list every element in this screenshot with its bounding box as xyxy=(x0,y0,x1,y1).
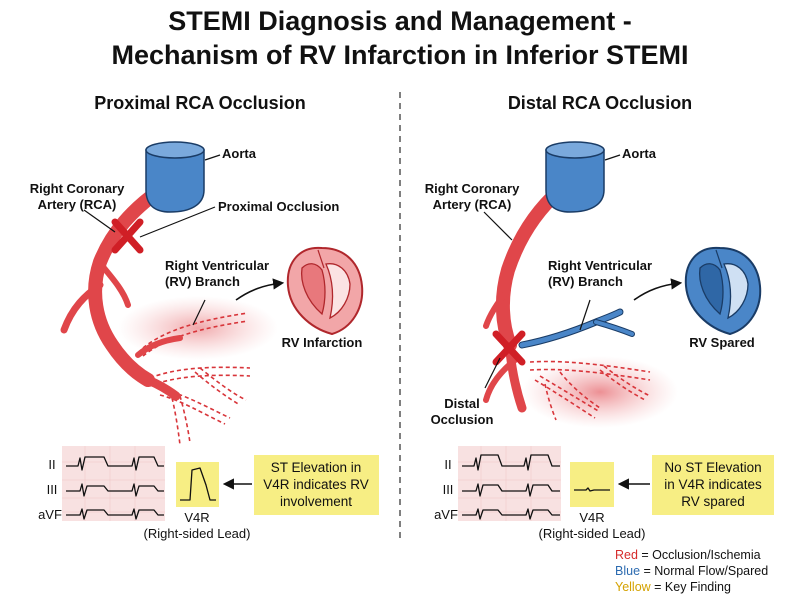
left-finding-box xyxy=(254,455,379,515)
right-v4r-sub: (Right-sided Lead) xyxy=(539,526,646,541)
left-ecg-trace-ii xyxy=(66,456,164,471)
main-title-line2: Mechanism of RV Infarction in Inferior S… xyxy=(111,40,688,70)
color-legend: Red = Occlusion/Ischemia Blue = Normal F… xyxy=(615,548,768,594)
right-lead-avf: aVF xyxy=(434,507,458,522)
left-finding-2: V4R indicates RV xyxy=(263,477,369,492)
legend-yellow-text: = Key Finding xyxy=(651,580,731,594)
left-rca-marginal xyxy=(60,281,104,334)
right-ecg-box xyxy=(458,446,561,521)
left-rca-label-1: Right Coronary xyxy=(30,181,125,196)
right-rv-subbranch xyxy=(594,320,634,336)
right-rca-label-1: Right Coronary xyxy=(425,181,520,196)
legend-yellow: Yellow = Key Finding xyxy=(615,580,731,594)
right-ecg-grid xyxy=(458,446,561,521)
legend-blue-word: Blue xyxy=(615,564,640,578)
right-rca-vessel xyxy=(495,183,567,352)
left-occlusion-mark xyxy=(111,218,144,254)
right-branch-label-2: (RV) Branch xyxy=(548,274,623,289)
right-lead-iii: III xyxy=(443,482,454,497)
left-aorta-leader xyxy=(204,154,221,161)
left-ecg-box xyxy=(62,446,165,521)
right-branch-leader xyxy=(579,299,591,331)
right-heart-arrow xyxy=(633,278,683,301)
left-ecg-trace-avf xyxy=(66,508,164,520)
left-ecg-trace-iii xyxy=(66,483,164,497)
right-finding-3: RV spared xyxy=(681,494,745,509)
right-lead-ii: II xyxy=(444,457,451,472)
left-v4r-trace xyxy=(180,467,216,501)
left-rca-vessel xyxy=(88,183,167,387)
right-heart-icon xyxy=(684,246,762,336)
right-v4r-trace xyxy=(574,487,610,492)
right-finding-box xyxy=(652,455,774,515)
legend-red-text: = Occlusion/Ischemia xyxy=(638,548,761,562)
right-rca-label-2: Artery (RCA) xyxy=(433,197,512,212)
left-lead-iii: III xyxy=(47,482,58,497)
left-ischemic-branches xyxy=(142,312,251,446)
right-aorta-label: Aorta xyxy=(622,146,657,161)
right-occlusion-label-1: Distal xyxy=(444,396,479,411)
left-aorta xyxy=(145,141,205,213)
right-ischemia-zone xyxy=(522,356,678,428)
left-v4r-label: V4R xyxy=(184,510,209,525)
left-heart-icon xyxy=(286,246,364,336)
left-rca-label-2: Artery (RCA) xyxy=(38,197,117,212)
right-finding-1: No ST Elevation xyxy=(664,460,761,475)
left-rca-leader xyxy=(83,209,116,233)
left-heart-arrow xyxy=(235,278,285,301)
legend-red: Red = Occlusion/Ischemia xyxy=(615,548,761,562)
right-panel-heading: Distal RCA Occlusion xyxy=(508,93,692,113)
right-branch-label-1: Right Ventricular xyxy=(548,258,652,273)
left-rca-branch xyxy=(101,265,131,308)
left-finding-3: involvement xyxy=(280,494,352,509)
right-occlusion-leader xyxy=(484,357,501,389)
right-ischemic-branches xyxy=(529,360,651,421)
right-ecg-trace-iii xyxy=(462,483,560,497)
left-panel-heading: Proximal RCA Occlusion xyxy=(94,93,305,113)
right-ecg-trace-ii xyxy=(462,454,560,471)
legend-blue-text: = Normal Flow/Spared xyxy=(640,564,768,578)
left-branch-label-2: (RV) Branch xyxy=(165,274,240,289)
right-ecg-trace-avf xyxy=(462,508,560,520)
right-rca-leader xyxy=(483,211,513,241)
right-panel: Distal RCA Occlusion xyxy=(425,93,774,541)
main-title-line1: STEMI Diagnosis and Management - xyxy=(168,6,632,36)
left-branch-label-1: Right Ventricular xyxy=(165,258,269,273)
right-aorta xyxy=(545,141,605,213)
right-rca-branch xyxy=(483,287,511,329)
left-lead-avf: aVF xyxy=(38,507,62,522)
left-v4r-sub: (Right-sided Lead) xyxy=(144,526,251,541)
left-occlusion-label: Proximal Occlusion xyxy=(218,199,339,214)
right-v4r-label: V4R xyxy=(579,510,604,525)
left-rv-branch xyxy=(135,335,183,358)
right-occlusion-mark xyxy=(492,330,526,366)
left-rca-distal xyxy=(143,375,181,401)
left-panel: Proximal RCA Occlusion xyxy=(30,93,379,541)
right-heart-label: RV Spared xyxy=(689,335,755,350)
legend-yellow-word: Yellow xyxy=(615,580,652,594)
right-occlusion-label-2: Occlusion xyxy=(431,412,494,427)
legend-red-word: Red xyxy=(615,548,638,562)
left-branch-leader xyxy=(192,299,206,326)
left-lead-ii: II xyxy=(48,457,55,472)
legend-blue: Blue = Normal Flow/Spared xyxy=(615,564,768,578)
right-finding-2: in V4R indicates xyxy=(664,477,762,492)
right-rca-distal xyxy=(505,347,527,413)
left-heart-label: RV Infarction xyxy=(282,335,363,350)
left-aorta-label: Aorta xyxy=(222,146,257,161)
right-aorta-leader xyxy=(604,154,621,161)
right-rca-marginal xyxy=(483,357,518,403)
right-v4r-box xyxy=(570,462,614,507)
left-occlusion-leader xyxy=(139,206,216,238)
left-finding-1: ST Elevation in xyxy=(271,460,362,475)
